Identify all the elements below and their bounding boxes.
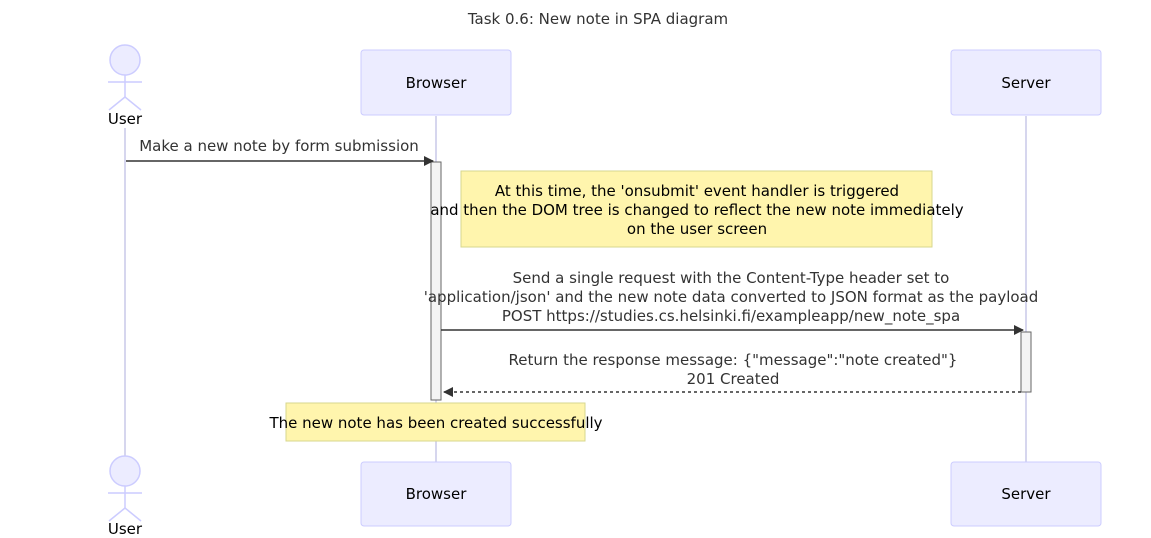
browser-activation-bar bbox=[430, 161, 442, 401]
note-1-line-3: on the user screen bbox=[627, 220, 767, 238]
user-actor-bottom: User bbox=[108, 455, 143, 538]
note-onsubmit: At this time, the 'onsubmit' event handl… bbox=[430, 170, 964, 248]
message-2-line-3: POST https://studies.cs.helsinki.fi/exam… bbox=[502, 307, 960, 326]
note-created-success: The new note has been created successful… bbox=[268, 402, 603, 442]
browser-label-top: Browser bbox=[406, 74, 468, 92]
message-2-line-2: 'application/json' and the new note data… bbox=[424, 288, 1039, 306]
actor-head-icon bbox=[109, 44, 141, 76]
actor-head-icon bbox=[109, 455, 141, 487]
server-activation-bar bbox=[1020, 331, 1032, 393]
server-label-bottom: Server bbox=[1001, 485, 1051, 503]
user-label-bottom: User bbox=[108, 520, 143, 538]
diagram-title: Task 0.6: New note in SPA diagram bbox=[467, 10, 728, 28]
note-1-line-2: and then the DOM tree is changed to refl… bbox=[430, 201, 963, 219]
user-label-top: User bbox=[108, 110, 143, 128]
browser-label-bottom: Browser bbox=[406, 485, 468, 503]
server-box-bottom: Server bbox=[950, 461, 1102, 527]
message-3-line-1: Return the response message: {"message":… bbox=[509, 351, 958, 369]
browser-box-top: Browser bbox=[360, 49, 512, 116]
server-box-top: Server bbox=[950, 49, 1102, 116]
message-3-line-2: 201 Created bbox=[687, 370, 780, 388]
message-2-line-1: Send a single request with the Content-T… bbox=[513, 269, 950, 287]
user-actor-top: User bbox=[108, 44, 143, 128]
message-1-label: Make a new note by form submission bbox=[139, 137, 419, 155]
browser-box-bottom: Browser bbox=[360, 461, 512, 527]
note-1-line-1: At this time, the 'onsubmit' event handl… bbox=[495, 182, 899, 200]
note-2-text: The new note has been created successful… bbox=[268, 414, 602, 432]
server-label-top: Server bbox=[1001, 74, 1051, 92]
